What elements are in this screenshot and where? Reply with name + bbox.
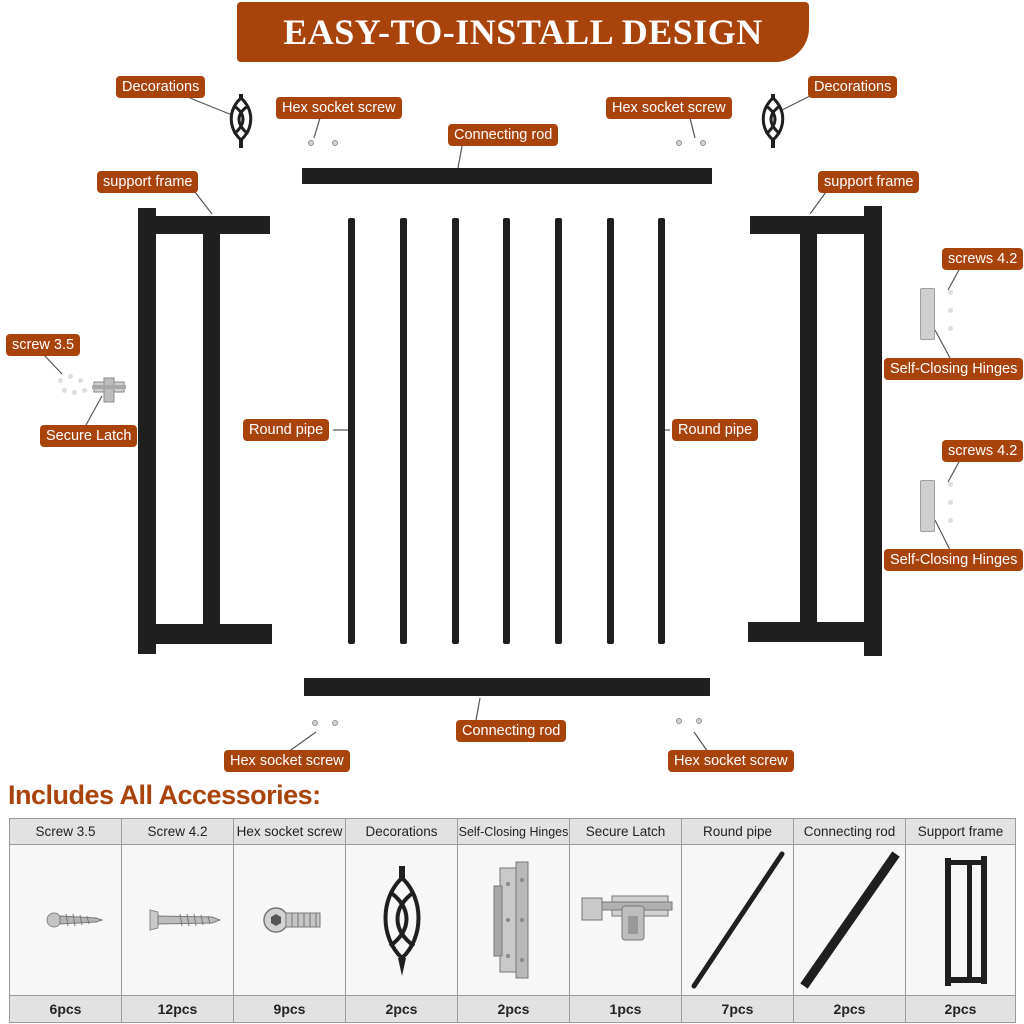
- leader-lines: [43, 95, 961, 753]
- accessory-qty: 9pcs: [233, 995, 346, 1023]
- accessory-qty: 7pcs: [681, 995, 794, 1023]
- screw-icon: [62, 388, 67, 393]
- label-screw-35: screw 3.5: [6, 334, 81, 356]
- accessory-image: [9, 844, 122, 996]
- screw-icon: [46, 912, 104, 928]
- frame-icon: [944, 856, 987, 986]
- label-decorations-left: Decorations: [116, 76, 206, 98]
- accessories-table: Screw 3.5 Screw 4.2 Hex socket screw Dec…: [9, 818, 1016, 1023]
- accessory-image: [681, 844, 794, 996]
- accessory-image: [233, 844, 346, 996]
- label-hex-bottom-right: Hex socket screw: [668, 750, 794, 772]
- round-pipe: [658, 218, 665, 644]
- latch-icon: [581, 895, 672, 941]
- label-screws-42-top: screws 4.2: [942, 248, 1024, 270]
- accessory-qty: 2pcs: [905, 995, 1016, 1023]
- screw-icon: [948, 290, 953, 295]
- label-round-pipe-right: Round pipe: [672, 419, 759, 441]
- pipe-icon: [691, 851, 784, 989]
- accessory-name: Self-Closing Hinges: [457, 818, 570, 845]
- accessory-qty: 1pcs: [569, 995, 682, 1023]
- accessory-image: [121, 844, 234, 996]
- screw-icon: [78, 378, 83, 383]
- accessory-name: Support frame: [905, 818, 1016, 845]
- screw-icon: [82, 388, 87, 393]
- label-connecting-rod-top: Connecting rod: [448, 124, 559, 146]
- accessory-name: Round pipe: [681, 818, 794, 845]
- hex-screw-icon: [332, 720, 338, 726]
- hinge-icon: [920, 288, 935, 340]
- screw-icon: [72, 390, 77, 395]
- label-connecting-rod-bottom: Connecting rod: [456, 720, 567, 742]
- connecting-rod-bottom: [304, 678, 710, 696]
- accessory-image: [569, 844, 682, 996]
- accessory-qty: 6pcs: [9, 995, 122, 1023]
- label-hex-top-right: Hex socket screw: [606, 97, 732, 119]
- screw-icon: [948, 482, 953, 487]
- label-support-frame-right: support frame: [818, 171, 920, 193]
- accessory-qty: 12pcs: [121, 995, 234, 1023]
- screw-icon: [948, 500, 953, 505]
- long-screw-icon: [149, 909, 221, 931]
- accessory-image: [345, 844, 458, 996]
- decoration-right-icon: [761, 94, 785, 148]
- label-round-pipe-left: Round pipe: [243, 419, 330, 441]
- decoration-left-icon: [229, 94, 253, 148]
- hex-screw-icon: [676, 140, 682, 146]
- accessory-name: Screw 4.2: [121, 818, 234, 845]
- accessory-name: Connecting rod: [793, 818, 906, 845]
- hinge-icon: [920, 480, 935, 532]
- accessory-name: Secure Latch: [569, 818, 682, 845]
- label-support-frame-left: support frame: [97, 171, 199, 193]
- hex-screw-icon: [676, 718, 682, 724]
- hex-screw-icon: [696, 718, 702, 724]
- screw-icon: [58, 378, 63, 383]
- accessory-image: [793, 844, 906, 996]
- connecting-rod-top: [302, 168, 712, 184]
- hinge-icon: [493, 861, 528, 979]
- screw-icon: [948, 308, 953, 313]
- accessory-qty: 2pcs: [793, 995, 906, 1023]
- accessory-qty: 2pcs: [457, 995, 570, 1023]
- rod-icon: [799, 851, 900, 989]
- hex-screw-icon: [262, 907, 320, 933]
- accessory-image: [457, 844, 570, 996]
- hex-screw-icon: [308, 140, 314, 146]
- label-secure-latch: Secure Latch: [40, 425, 138, 447]
- accessory-qty: 2pcs: [345, 995, 458, 1023]
- round-pipe: [503, 218, 510, 644]
- round-pipe: [348, 218, 355, 644]
- label-hex-top-left: Hex socket screw: [276, 97, 402, 119]
- screw-icon: [948, 518, 953, 523]
- accessories-heading: Includes All Accessories:: [8, 780, 321, 810]
- latch-icon: [92, 377, 126, 403]
- accessory-name: Screw 3.5: [9, 818, 122, 845]
- label-hinges-bottom: Self-Closing Hinges: [884, 549, 1024, 571]
- decoration-icon: [383, 866, 420, 976]
- accessory-image: [905, 844, 1016, 996]
- round-pipe: [555, 218, 562, 644]
- hex-screw-icon: [312, 720, 318, 726]
- screw-icon: [948, 326, 953, 331]
- label-hinges-top: Self-Closing Hinges: [884, 358, 1024, 380]
- round-pipe: [400, 218, 407, 644]
- hex-screw-icon: [700, 140, 706, 146]
- label-decorations-right: Decorations: [808, 76, 898, 98]
- round-pipe: [452, 218, 459, 644]
- accessory-name: Decorations: [345, 818, 458, 845]
- round-pipe: [607, 218, 614, 644]
- hex-screw-icon: [332, 140, 338, 146]
- banner-title: EASY-TO-INSTALL DESIGN: [237, 2, 809, 62]
- label-hex-bottom-left: Hex socket screw: [224, 750, 350, 772]
- label-screws-42-bottom: screws 4.2: [942, 440, 1024, 462]
- accessory-name: Hex socket screw: [233, 818, 346, 845]
- screw-icon: [68, 374, 73, 379]
